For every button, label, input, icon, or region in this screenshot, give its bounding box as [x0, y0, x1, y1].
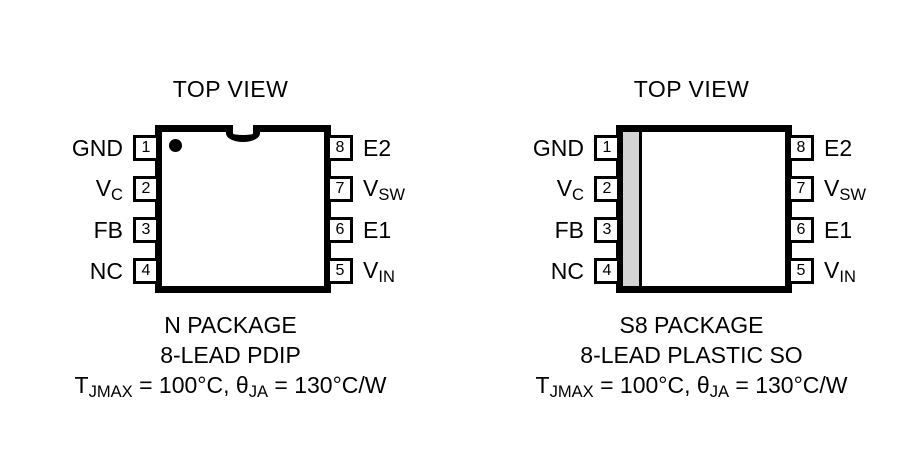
pin1-dot-icon — [169, 139, 182, 152]
pin-row: 6 E1 — [788, 217, 922, 243]
pin-box-5: 5 — [788, 258, 814, 284]
package-diagram-n: TOP VIEW GND 1 VC 2 FB 3 NC 4 8 E2 — [0, 76, 461, 403]
package-lead-count: 8-LEAD PLASTIC SO — [580, 342, 803, 368]
pin-box-2: 2 — [133, 176, 159, 202]
pin-label-fb: FB — [554, 217, 584, 243]
pin-box-7: 7 — [327, 176, 353, 202]
pin-box-5: 5 — [327, 258, 353, 284]
pin-row: 7 VSW — [327, 174, 531, 204]
pin-box-7: 7 — [788, 176, 814, 202]
pin-label-gnd: GND — [71, 135, 123, 161]
pin-row: 8 E2 — [327, 135, 531, 161]
pin-box-2: 2 — [594, 176, 620, 202]
pin-label-e2: E2 — [363, 135, 392, 161]
pin-label-e2: E2 — [824, 135, 853, 161]
pin-label-fb: FB — [93, 217, 123, 243]
top-view-title-n: TOP VIEW — [172, 76, 289, 102]
pin-row: GND 1 — [461, 135, 620, 161]
pin-row: 6 E1 — [327, 217, 531, 243]
pin-label-vin: VIN — [824, 256, 856, 286]
package-name: N PACKAGE — [164, 312, 297, 338]
pin-label-vin: VIN — [363, 256, 395, 286]
pin-box-4: 4 — [594, 258, 620, 284]
pin-row: NC 4 — [0, 258, 159, 284]
chip-outline-n — [155, 125, 331, 293]
chip-body-s8 — [616, 125, 792, 293]
pin-box-8: 8 — [327, 135, 353, 161]
pin-label-vc: VC — [556, 174, 584, 204]
chip-outline-s8 — [616, 125, 792, 293]
pin-label-nc: NC — [89, 258, 123, 284]
pin-row: NC 4 — [461, 258, 620, 284]
top-view-title-s8: TOP VIEW — [633, 76, 750, 102]
package-lead-count: 8-LEAD PDIP — [160, 342, 301, 368]
package-caption-s8: S8 PACKAGE 8-LEAD PLASTIC SO TJMAX = 100… — [461, 310, 922, 403]
package-name: S8 PACKAGE — [619, 312, 764, 338]
pin-label-e1: E1 — [824, 217, 853, 243]
pin-row: FB 3 — [0, 217, 159, 243]
package-diagram-s8: TOP VIEW GND 1 VC 2 FB 3 NC 4 8 E2 7 — [461, 0, 922, 457]
package-notch-icon — [226, 125, 260, 142]
pin-row: 5 VIN — [788, 256, 922, 286]
thermal-spec: TJMAX = 100°C, θJA = 130°C/W — [74, 372, 387, 402]
pin-label-gnd: GND — [532, 135, 584, 161]
pin-label-e1: E1 — [363, 217, 392, 243]
pin-row: VC 2 — [461, 174, 620, 204]
pin-box-6: 6 — [327, 217, 353, 243]
pin-box-6: 6 — [788, 217, 814, 243]
pin-row: 7 VSW — [788, 174, 922, 204]
chip-body-n — [155, 125, 331, 293]
thermal-spec: TJMAX = 100°C, θJA = 130°C/W — [535, 372, 848, 402]
package-caption-n: N PACKAGE 8-LEAD PDIP TJMAX = 100°C, θJA… — [0, 310, 461, 403]
pin-box-1: 1 — [133, 135, 159, 161]
pin-row: GND 1 — [0, 135, 159, 161]
pin-box-3: 3 — [594, 217, 620, 243]
pin-box-8: 8 — [788, 135, 814, 161]
pin-label-vsw: VSW — [363, 174, 405, 204]
package-edge-band-icon — [623, 132, 642, 286]
pin-row: VC 2 — [0, 174, 159, 204]
pin-row: FB 3 — [461, 217, 620, 243]
pin-row: 5 VIN — [327, 256, 531, 286]
pin-box-3: 3 — [133, 217, 159, 243]
pin-box-4: 4 — [133, 258, 159, 284]
pin-label-vc: VC — [95, 174, 123, 204]
pin-label-vsw: VSW — [824, 174, 866, 204]
pin-box-1: 1 — [594, 135, 620, 161]
pin-label-nc: NC — [550, 258, 584, 284]
pin-row: 8 E2 — [788, 135, 922, 161]
